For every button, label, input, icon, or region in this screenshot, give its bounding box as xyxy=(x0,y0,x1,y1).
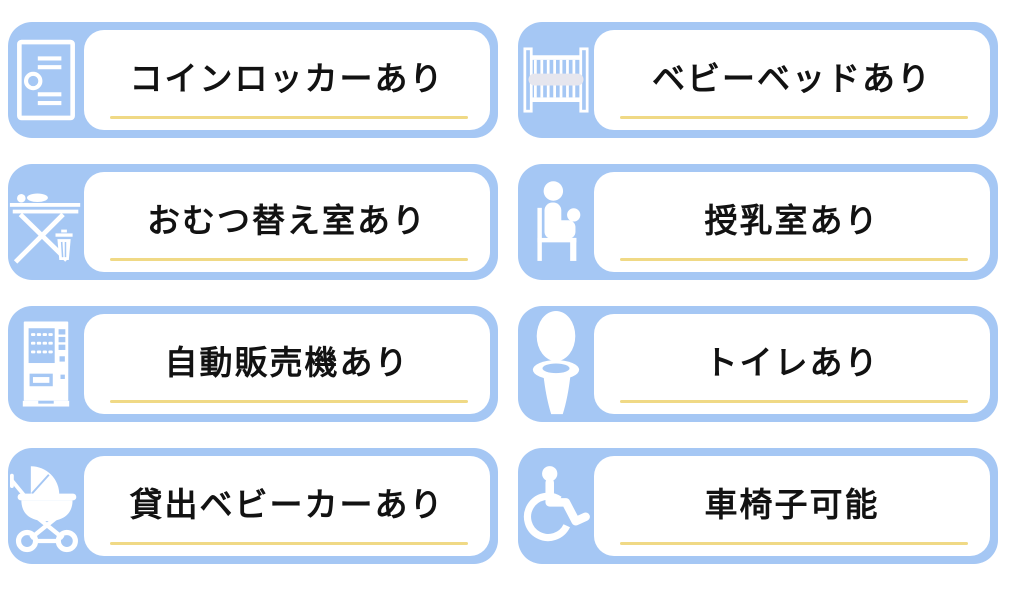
facility-label: コインロッカーあり xyxy=(129,60,445,97)
facility-panel: 授乳室あり xyxy=(594,172,990,272)
wheelchair-icon xyxy=(518,448,594,564)
facility-label: トイレあり xyxy=(704,344,880,381)
facility-label: ベビーベッドあり xyxy=(652,60,932,97)
facility-card-baby-bed: ベビーベッドあり xyxy=(518,22,998,138)
toilet-icon xyxy=(518,306,594,422)
facility-card-stroller: 貸出ベビーカーあり xyxy=(8,448,498,564)
label-underline xyxy=(620,116,968,119)
coin-locker-icon xyxy=(8,22,84,138)
nursing-room-icon xyxy=(518,164,594,280)
facility-grid: コインロッカーあり ベビーベッドあり xyxy=(8,22,998,564)
facility-card-wheelchair: 車椅子可能 xyxy=(518,448,998,564)
facility-card-coin-locker: コインロッカーあり xyxy=(8,22,498,138)
facility-panel: ベビーベッドあり xyxy=(594,30,990,130)
facility-panel: 車椅子可能 xyxy=(594,456,990,556)
baby-crib-icon xyxy=(518,22,594,138)
facility-label: 貸出ベビーカーあり xyxy=(129,486,445,523)
facility-panel: トイレあり xyxy=(594,314,990,414)
facility-panel: コインロッカーあり xyxy=(84,30,490,130)
facility-label: 授乳室あり xyxy=(704,202,880,239)
vending-machine-icon xyxy=(8,306,84,422)
stroller-icon xyxy=(8,448,84,564)
label-underline xyxy=(620,542,968,545)
facility-card-diaper-room: おむつ替え室あり xyxy=(8,164,498,280)
facility-label: おむつ替え室あり xyxy=(147,202,427,239)
label-underline xyxy=(110,400,468,403)
label-underline xyxy=(110,116,468,119)
facility-panel: おむつ替え室あり xyxy=(84,172,490,272)
label-underline xyxy=(110,258,468,261)
label-underline xyxy=(110,542,468,545)
label-underline xyxy=(620,400,968,403)
facility-card-toilet: トイレあり xyxy=(518,306,998,422)
facility-label: 車椅子可能 xyxy=(704,486,880,523)
facility-card-vending-machine: 自動販売機あり xyxy=(8,306,498,422)
facility-panel: 自動販売機あり xyxy=(84,314,490,414)
label-underline xyxy=(620,258,968,261)
facility-panel: 貸出ベビーカーあり xyxy=(84,456,490,556)
facility-card-nursing-room: 授乳室あり xyxy=(518,164,998,280)
diaper-changing-table-icon xyxy=(8,164,84,280)
facility-label: 自動販売機あり xyxy=(164,344,410,381)
